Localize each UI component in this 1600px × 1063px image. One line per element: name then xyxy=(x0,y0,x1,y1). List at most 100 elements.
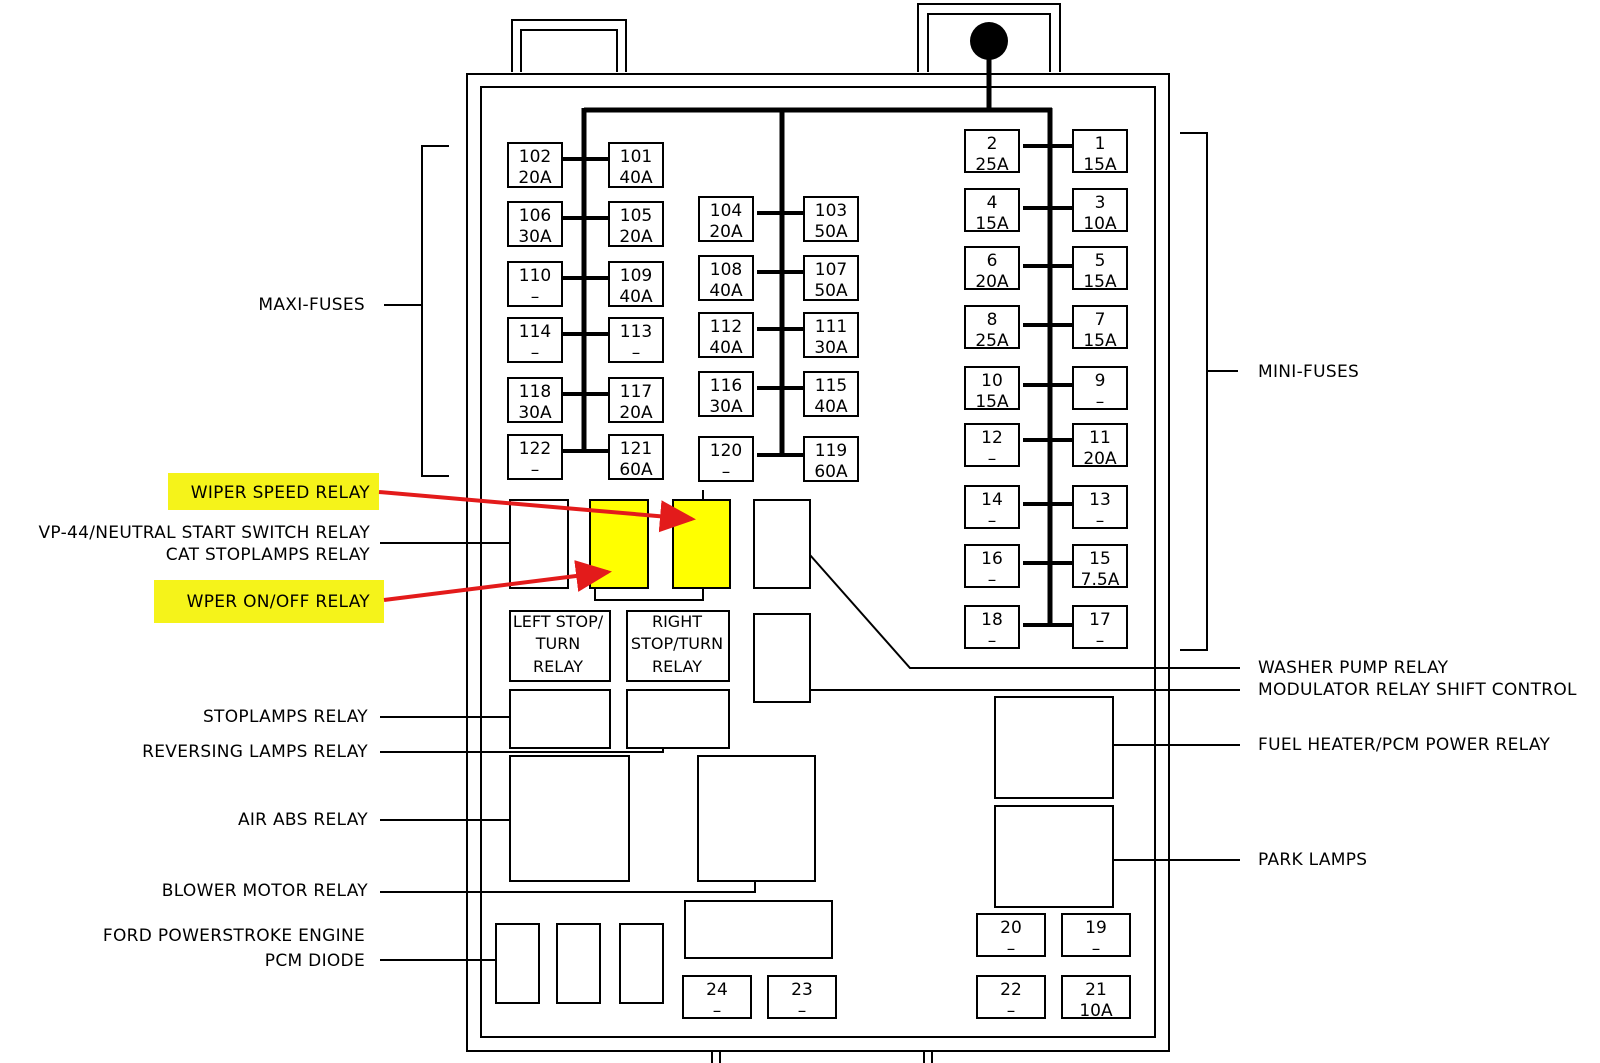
fuse-21 xyxy=(1061,975,1131,1019)
air-abs-relay-label: AIR ABS RELAY xyxy=(238,810,368,830)
maxi-fuse-117 xyxy=(608,377,664,423)
mini-fuses-bracket xyxy=(1180,132,1238,651)
maxi-fuse-number: 113 xyxy=(620,322,652,342)
cat-stoplamps-relay-label: CAT STOPLAMPS RELAY xyxy=(166,545,371,565)
fuse-number: 19 xyxy=(1085,918,1107,938)
mini-fuse-1 xyxy=(1072,129,1128,173)
mini-fuse-13 xyxy=(1072,485,1128,529)
reversing-lamps-relay-label: REVERSING LAMPS RELAY xyxy=(142,742,368,762)
maxi-fuse-107 xyxy=(803,255,859,301)
pcm-diode-label-line2: PCM DIODE xyxy=(265,951,365,971)
leader-lines xyxy=(380,542,1240,961)
maxi-fuse-101 xyxy=(608,142,664,188)
maxi-fuse-115 xyxy=(803,371,859,417)
fuse-rating: 10A xyxy=(1079,1001,1113,1021)
bottom-stubs xyxy=(711,1051,933,1063)
washer-pump-relay-label: WASHER PUMP RELAY xyxy=(1258,658,1449,678)
maxi-fuse-rating: – xyxy=(531,460,540,480)
vp44-relay xyxy=(509,499,569,589)
fuse-number: 21 xyxy=(1085,980,1107,1000)
mini-fuse-rating: 25A xyxy=(975,155,1009,175)
maxi-fuse-120 xyxy=(698,436,754,482)
maxi-fuse-112 xyxy=(698,312,754,358)
stoplamps-relay-label: STOPLAMPS RELAY xyxy=(203,707,368,727)
mini-fuse-number: 12 xyxy=(981,428,1003,448)
fuel-heater-relay-label: FUEL HEATER/PCM POWER RELAY xyxy=(1258,735,1550,755)
maxi-fuse-119 xyxy=(803,436,859,482)
mini-fuse-18 xyxy=(964,605,1020,649)
wiper-speed-arrow xyxy=(378,490,696,533)
wiper-speed-label-box xyxy=(168,473,379,510)
maxi-fuse-number: 106 xyxy=(519,206,551,226)
maxi-fuse-rating: 20A xyxy=(619,227,653,247)
fuse-20 xyxy=(976,913,1046,957)
fuse-rating: – xyxy=(798,1001,807,1021)
mini-fuse-rating: 15A xyxy=(1083,155,1117,175)
mini-fuse-11 xyxy=(1072,423,1128,467)
maxi-fuse-rating: – xyxy=(722,462,731,482)
mini-fuse-rating: 20A xyxy=(1083,449,1117,469)
maxi-fuses-bracket xyxy=(384,145,449,477)
fuse-box-inner xyxy=(480,86,1156,1038)
maxi-fuse-number: 105 xyxy=(620,206,652,226)
mini-fuse-rating: 15A xyxy=(975,214,1009,234)
mini-fuses-label: MINI-FUSES xyxy=(1258,362,1359,382)
mini-fuse-8 xyxy=(964,305,1020,349)
fuse-24 xyxy=(682,975,752,1019)
maxi-fuse-number: 101 xyxy=(620,147,652,167)
maxi-fuses-label: MAXI-FUSES xyxy=(258,295,365,315)
fuse-rating: – xyxy=(1007,1001,1016,1021)
maxi-fuse-number: 107 xyxy=(815,260,847,280)
mini-fuse-14 xyxy=(964,485,1020,529)
relay-text-line: RELAY xyxy=(652,657,702,676)
maxi-fuse-number: 102 xyxy=(519,147,551,167)
maxi-fuse-rating: 30A xyxy=(518,227,552,247)
maxi-fuse-rating: 50A xyxy=(814,222,848,242)
maxi-fuse-number: 121 xyxy=(620,439,652,459)
modulator-relay xyxy=(753,613,811,703)
maxi-fuse-number: 114 xyxy=(519,322,551,342)
mini-fuse-rating: – xyxy=(988,511,997,531)
wiper-onoff-relay-label: WPER ON/OFF RELAY xyxy=(187,592,371,612)
maxi-fuse-104 xyxy=(698,196,754,242)
mini-fuse-rating: – xyxy=(1096,511,1105,531)
mini-fuse-rating: 20A xyxy=(975,272,1009,292)
left-stop-turn-relay xyxy=(509,610,611,682)
fuse-number: 22 xyxy=(1000,980,1022,1000)
maxi-fuse-rating: 40A xyxy=(814,397,848,417)
fuse-rating: – xyxy=(1007,939,1016,959)
maxi-fuse-108 xyxy=(698,255,754,301)
mini-fuse-number: 4 xyxy=(987,193,998,213)
maxi-fuse-rating: 20A xyxy=(709,222,743,242)
mini-fuse-12 xyxy=(964,423,1020,467)
mini-fuse-rating: 15A xyxy=(975,392,1009,412)
maxi-fuse-number: 111 xyxy=(815,317,847,337)
maxi-fuse-rating: – xyxy=(531,287,540,307)
mini-fuse-number: 17 xyxy=(1089,610,1111,630)
fuse-number: 23 xyxy=(791,980,813,1000)
maxi-fuse-number: 103 xyxy=(815,201,847,221)
maxi-fuse-number: 122 xyxy=(519,439,551,459)
maxi-fuse-rating: 40A xyxy=(709,338,743,358)
mini-fuse-number: 3 xyxy=(1095,193,1106,213)
fuse-rating: – xyxy=(713,1001,722,1021)
maxi-fuse-111 xyxy=(803,312,859,358)
fuel-heater-relay-box xyxy=(994,696,1114,799)
relay-text-line: STOP/TURN xyxy=(631,634,723,653)
mini-fuse-number: 6 xyxy=(987,251,998,271)
pcm-diode-3 xyxy=(619,923,664,1004)
mini-fuse-rating: 15A xyxy=(1083,331,1117,351)
park-lamps-label: PARK LAMPS xyxy=(1258,850,1367,870)
relay-text-line: TURN xyxy=(535,634,581,653)
maxi-fuse-rating: 20A xyxy=(518,168,552,188)
maxi-fuse-rating: 40A xyxy=(619,168,653,188)
highlight-arrows xyxy=(378,490,696,602)
mini-fuse-rating: – xyxy=(1096,631,1105,651)
maxi-fuse-group: 10220A10140A10630A10520A110–10940A114–11… xyxy=(507,142,859,482)
wiper-onoff-label-box xyxy=(154,580,384,623)
pcm-diode-label-line1: FORD POWERSTROKE ENGINE xyxy=(103,926,365,946)
maxi-fuse-rating: 50A xyxy=(814,281,848,301)
maxi-fuse-106 xyxy=(507,201,563,247)
mini-fuse-4 xyxy=(964,188,1020,232)
